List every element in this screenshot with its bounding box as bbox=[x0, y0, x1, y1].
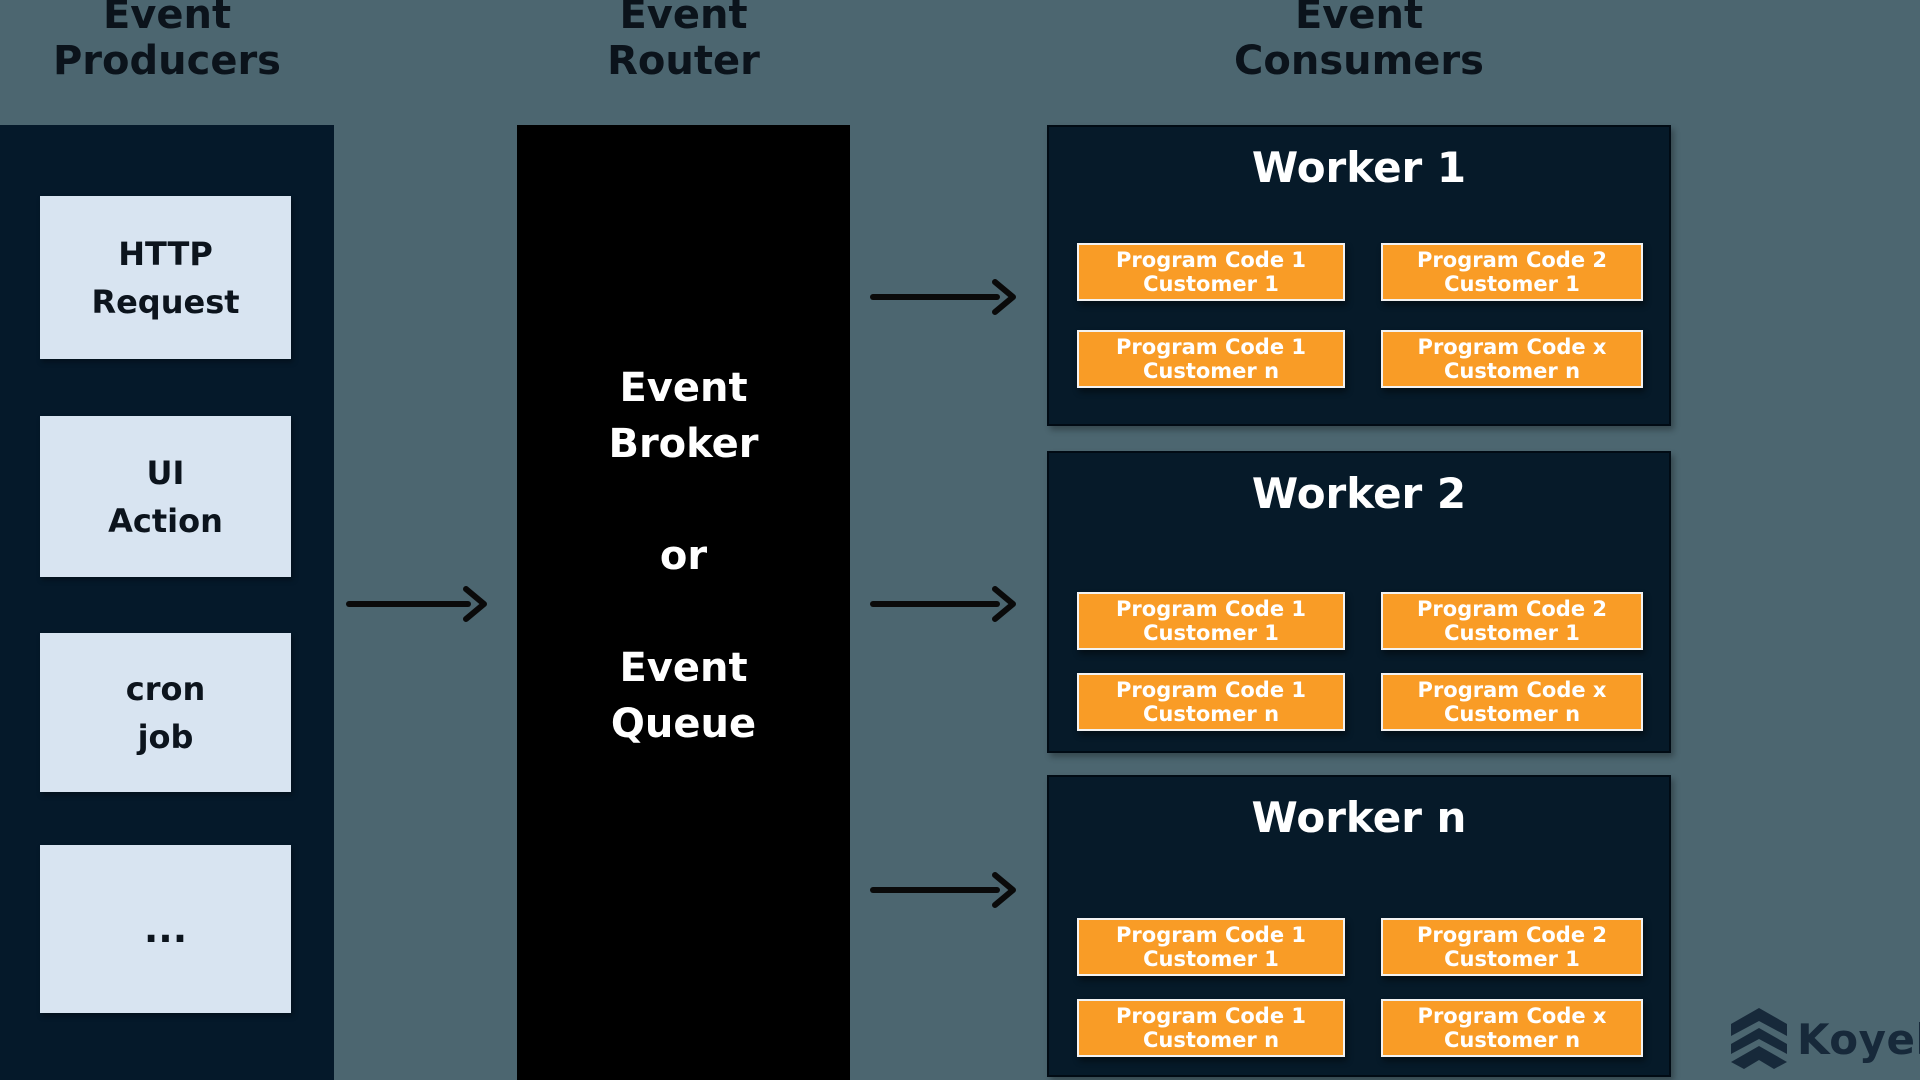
koyeb-logo-text: Koyeb bbox=[1797, 1014, 1920, 1064]
router-body-line: Queue bbox=[610, 701, 757, 747]
producer-box-label-line1: UI bbox=[146, 453, 185, 492]
consumers-column-header: Event Consumers bbox=[1047, 0, 1671, 84]
program-box: Program Code x Customer n bbox=[1381, 999, 1643, 1057]
arrow-right-icon bbox=[870, 279, 1016, 315]
worker-n-panel: Worker n Program Code 1 Customer 1 Progr… bbox=[1047, 775, 1671, 1077]
producer-box-http-request: HTTP Request bbox=[40, 196, 291, 359]
worker-2-title: Worker 2 bbox=[1251, 469, 1467, 518]
program-box: Program Code x Customer n bbox=[1381, 330, 1643, 388]
program-box: Program Code 2 Customer 1 bbox=[1381, 592, 1643, 650]
producer-box-label-line1: HTTP bbox=[118, 234, 213, 273]
program-box: Program Code 2 Customer 1 bbox=[1381, 918, 1643, 976]
producer-box-label-line2: Action bbox=[108, 501, 223, 540]
program-box: Program Code 1 Customer n bbox=[1077, 673, 1345, 731]
producer-box-cron-job: cron job bbox=[40, 633, 291, 792]
producer-box-ui-action: UI Action bbox=[40, 416, 291, 577]
program-box: Program Code x Customer n bbox=[1381, 673, 1643, 731]
program-box: Program Code 1 Customer 1 bbox=[1077, 243, 1345, 301]
router-body-line: or bbox=[659, 533, 708, 579]
koyeb-mark-icon bbox=[1731, 1008, 1787, 1069]
event-router-body: Event Broker or Event Queue bbox=[517, 360, 850, 752]
consumers-header-line1: Event bbox=[1294, 0, 1424, 38]
worker-2-panel: Worker 2 Program Code 1 Customer 1 Progr… bbox=[1047, 451, 1671, 753]
arrow-right-icon bbox=[870, 872, 1016, 908]
router-body-line: Event bbox=[619, 645, 748, 691]
producers-header-line2: Producers bbox=[52, 38, 281, 84]
producers-header-line1: Event bbox=[102, 0, 232, 38]
producer-box-label-line1: ... bbox=[143, 907, 188, 951]
koyeb-logo: Koyeb bbox=[1731, 1008, 1920, 1070]
program-box: Program Code 1 Customer n bbox=[1077, 330, 1345, 388]
program-box: Program Code 1 Customer 1 bbox=[1077, 918, 1345, 976]
program-box: Program Code 2 Customer 1 bbox=[1381, 243, 1643, 301]
event-router-box: Event Broker or Event Queue bbox=[517, 125, 850, 1080]
router-header-line2: Router bbox=[607, 38, 760, 84]
producer-box-label-line1: cron bbox=[125, 669, 206, 708]
worker-1-panel: Worker 1 Program Code 1 Customer 1 Progr… bbox=[1047, 125, 1671, 426]
router-body-line-spacer bbox=[517, 472, 850, 528]
router-body-line: Broker bbox=[608, 421, 759, 467]
event-producers-panel: HTTP Request UI Action cron job ... bbox=[0, 125, 334, 1080]
producer-box-label-line2: Request bbox=[91, 282, 240, 321]
worker-1-title: Worker 1 bbox=[1251, 143, 1467, 192]
producers-column-header: Event Producers bbox=[0, 0, 334, 84]
producer-box-ellipsis: ... bbox=[40, 845, 291, 1013]
consumers-header-line2: Consumers bbox=[1234, 38, 1484, 84]
router-body-line-spacer bbox=[517, 584, 850, 640]
router-body-line: Event bbox=[619, 365, 748, 411]
worker-n-title: Worker n bbox=[1251, 793, 1467, 842]
producer-box-label-line2: job bbox=[137, 717, 194, 756]
program-box: Program Code 1 Customer n bbox=[1077, 999, 1345, 1057]
router-header-line1: Event bbox=[619, 0, 748, 38]
router-column-header: Event Router bbox=[517, 0, 850, 84]
program-box: Program Code 1 Customer 1 bbox=[1077, 592, 1345, 650]
arrow-right-icon bbox=[346, 586, 487, 622]
arrow-right-icon bbox=[870, 586, 1016, 622]
